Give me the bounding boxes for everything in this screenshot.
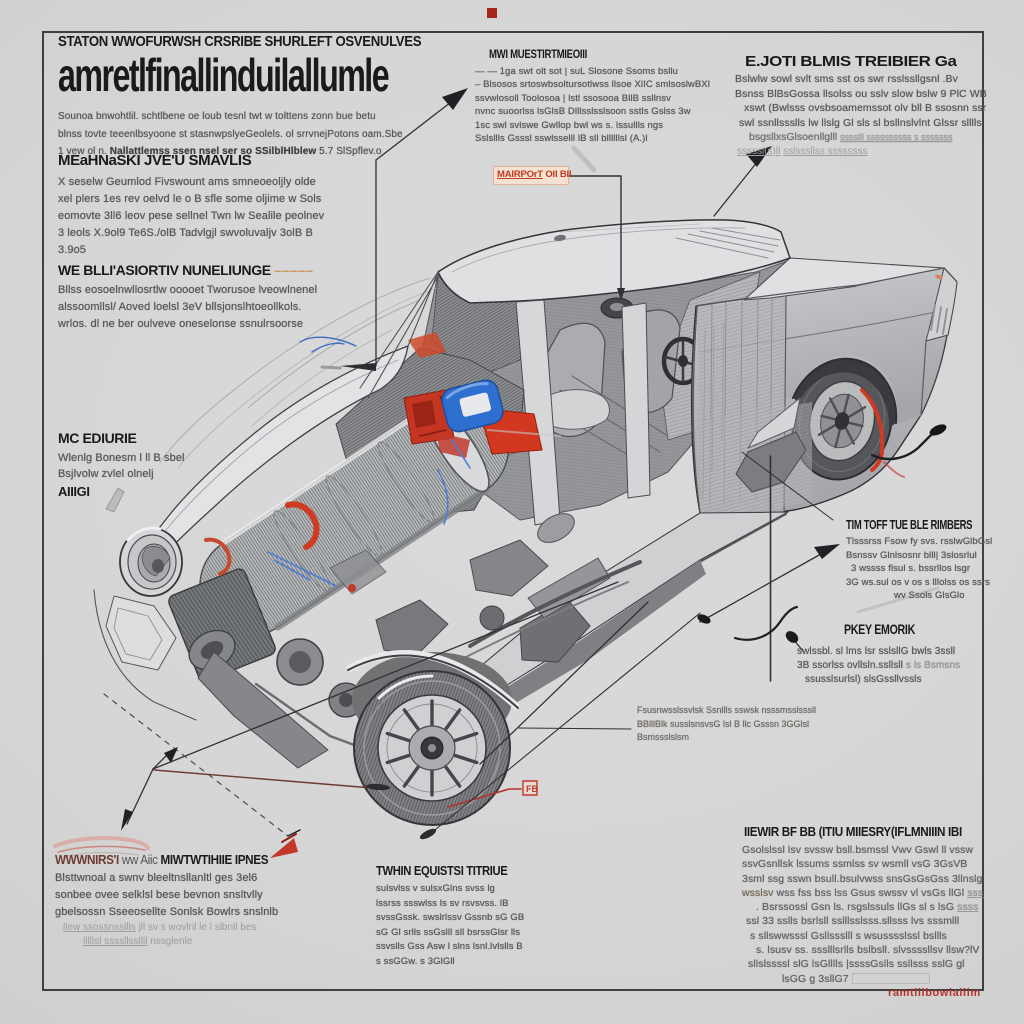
svg-text:FB: FB — [526, 784, 538, 794]
